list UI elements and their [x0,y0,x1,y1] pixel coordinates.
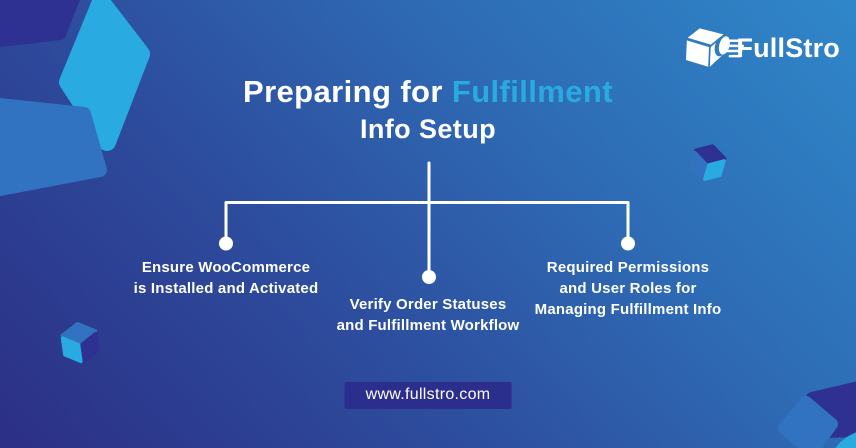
tree-node-permissions: Required Permissions and User Roles for … [534,259,722,318]
title-subtitle: Info Setup [360,114,496,144]
tree-node-woocommerce: Ensure WooCommerce is Installed and Acti… [133,259,319,297]
tree-branch-line [224,201,630,242]
speed-lines [722,39,745,58]
title-line1: Preparing for Fulfillment [0,76,856,107]
brand-logo: FullStro [686,24,840,72]
tree-node-order-statuses: Verify Order Statuses and Fulfillment Wo… [336,296,520,334]
cube-speed-icon [686,28,745,67]
cube-decoration-mid-left [60,321,100,364]
cube-decoration-mid-right [689,144,727,181]
website-link[interactable]: www.fullstro.com [344,382,512,409]
page-title: Preparing for Fulfillment Info Setup [0,76,856,143]
title-prefix: Preparing for [243,74,452,109]
node-dot-center [422,270,436,284]
node-dot-right [621,236,635,251]
title-highlight: Fulfillment [451,74,613,109]
brand-name: FullStro [736,32,840,63]
node-dot-left [219,236,233,251]
cube-decoration-bottom-right [778,381,856,448]
